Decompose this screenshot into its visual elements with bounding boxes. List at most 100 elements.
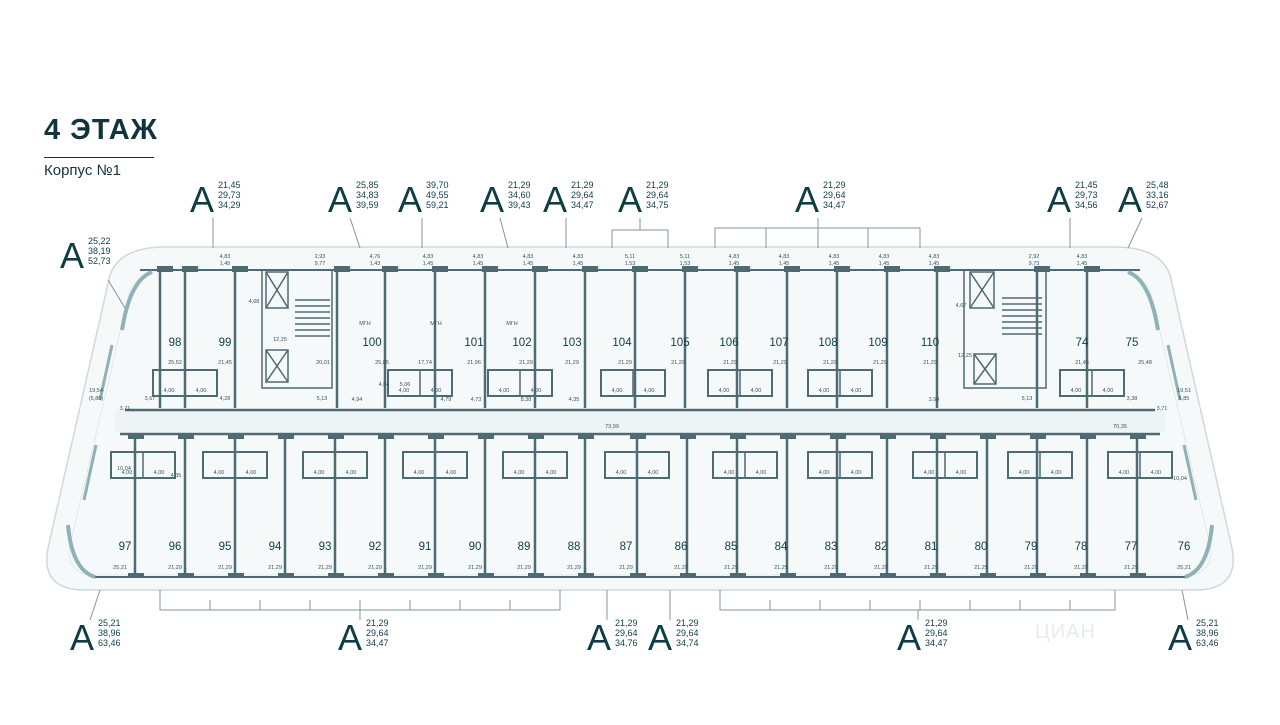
title-divider [44,157,154,158]
apartment-type-letter: A [70,617,94,658]
side-area-label: (5,86) [89,396,104,402]
misc-area-label: 5,13 [1022,396,1033,402]
unit-number: 103 [562,337,581,349]
room-area-label: 21,29 [218,565,232,571]
room-area-label: 21,29 [468,565,482,571]
unit-number: 110 [921,337,939,349]
apartment-area-value: 21,45 [218,180,241,190]
bath-area-label: 4,00 [314,470,325,476]
bath-area-label: 4,00 [399,388,410,394]
apartment-area-value: 29,64 [571,190,594,200]
apartment-type-letter: A [1168,617,1192,658]
apartment-type-letter: A [795,179,819,220]
dimension-strip-bottom [159,590,1116,611]
wall-cap [980,434,996,439]
unit-number: 74 [1076,337,1089,349]
misc-area-label: 4,73 [471,397,482,403]
apartment-type-letter: A [328,179,352,220]
balcony-area-label: 4,83 [523,254,534,260]
bath-area-label: 4,00 [1151,470,1162,476]
room-area-label: 21,29 [923,360,937,366]
bathroom-fixtures: 4,00 4,00 4,00 4,00 4,00 4,00 4,00 4,00 4,00 4,00… [110,369,1173,479]
balcony-area-label: 9,73 [1029,261,1040,267]
apartment-area-value: 29,64 [366,628,389,638]
mgn-label: МГН [506,321,518,327]
wall-cap [1130,573,1146,578]
apartment-area-value: 39,43 [508,200,531,210]
room-area-label: 25,52 [168,360,182,366]
wall-cap [930,573,946,578]
apartment-area-value: 34,47 [366,638,389,648]
wall-cap [378,573,394,578]
apartment-area-value: 21,29 [508,180,531,190]
wall-cap [232,266,248,272]
room-area-label: 25,21 [113,565,127,571]
corner-window-bl [66,524,96,579]
stair-core-right [963,269,1047,389]
apartment-area-value: 21,29 [366,618,389,628]
bath-area-label: 4,00 [531,388,542,394]
apartment-area-value: 29,64 [823,190,846,200]
partition-walls-bottom [128,434,1146,578]
bath-area-label: 4,00 [246,470,257,476]
wall-cap [157,266,173,272]
unit-number: 107 [769,337,788,349]
balcony-area-label: 4,83 [829,254,840,260]
side-window-right-2 [1182,444,1198,501]
wall-cap [128,434,144,439]
apartment-area-value: 25,85 [356,180,379,190]
misc-area-label: 4,67 [956,303,967,309]
balcony-area-label: 1,45 [779,261,790,267]
wall-cap [578,573,594,578]
wall-cap [930,434,946,439]
room-area-label: 25,21 [1177,565,1191,571]
room-area-label: 25,85 [375,360,389,366]
bath-area-label: 4,00 [346,470,357,476]
unit-number: 104 [612,337,632,349]
apartment-type-letter: A [60,235,84,276]
bath-area-label: 4,00 [616,470,627,476]
unit-number: 79 [1025,541,1038,553]
bath-area-label: 4,00 [756,470,767,476]
balcony-area-label: 2,93 [315,254,326,260]
wall-cap [478,573,494,578]
apartment-area-value: 29,64 [676,628,699,638]
bath-area-label: 4,00 [851,388,862,394]
misc-area-label: 3,67 [145,396,156,402]
apartment-type-letter: A [543,179,567,220]
unit-number: 86 [675,541,688,553]
room-area-label: 21,29 [517,565,531,571]
room-area-label: 21,29 [618,360,632,366]
side-window-right [1166,344,1182,401]
misc-area-label: 12,25 [958,353,972,359]
balcony-area-label: 1,45 [473,261,484,267]
wall-cap [830,434,846,439]
wall-cap [334,266,350,272]
wall-cap [830,573,846,578]
wall-cap [880,434,896,439]
unit-number: 87 [620,541,633,553]
bath-area-label: 4,00 [214,470,225,476]
apartment-type-letter: A [587,617,611,658]
room-area-label: 21,29 [1024,565,1038,571]
unit-number: 93 [319,541,332,553]
bath-area-label: 4,00 [1119,470,1130,476]
room-area-label: 21,29 [674,565,688,571]
wall-cap [934,266,950,272]
corner-window-tr [1127,270,1160,331]
misc-area-label: 8,38 [521,397,532,403]
room-area-label: 21,29 [368,565,382,571]
wall-cap [178,434,194,439]
apartment-area-value: 29,64 [615,628,638,638]
mgn-label: МГН [359,321,371,327]
leader-lines [89,217,1189,621]
balcony-area-label: 9,77 [315,261,326,267]
room-area-label: 21,29 [519,360,533,366]
unit-number: 98 [169,337,182,349]
leader-line [1127,217,1143,249]
apartment-area-value: 38,96 [98,628,121,638]
balcony-area-label: 4,83 [879,254,890,260]
